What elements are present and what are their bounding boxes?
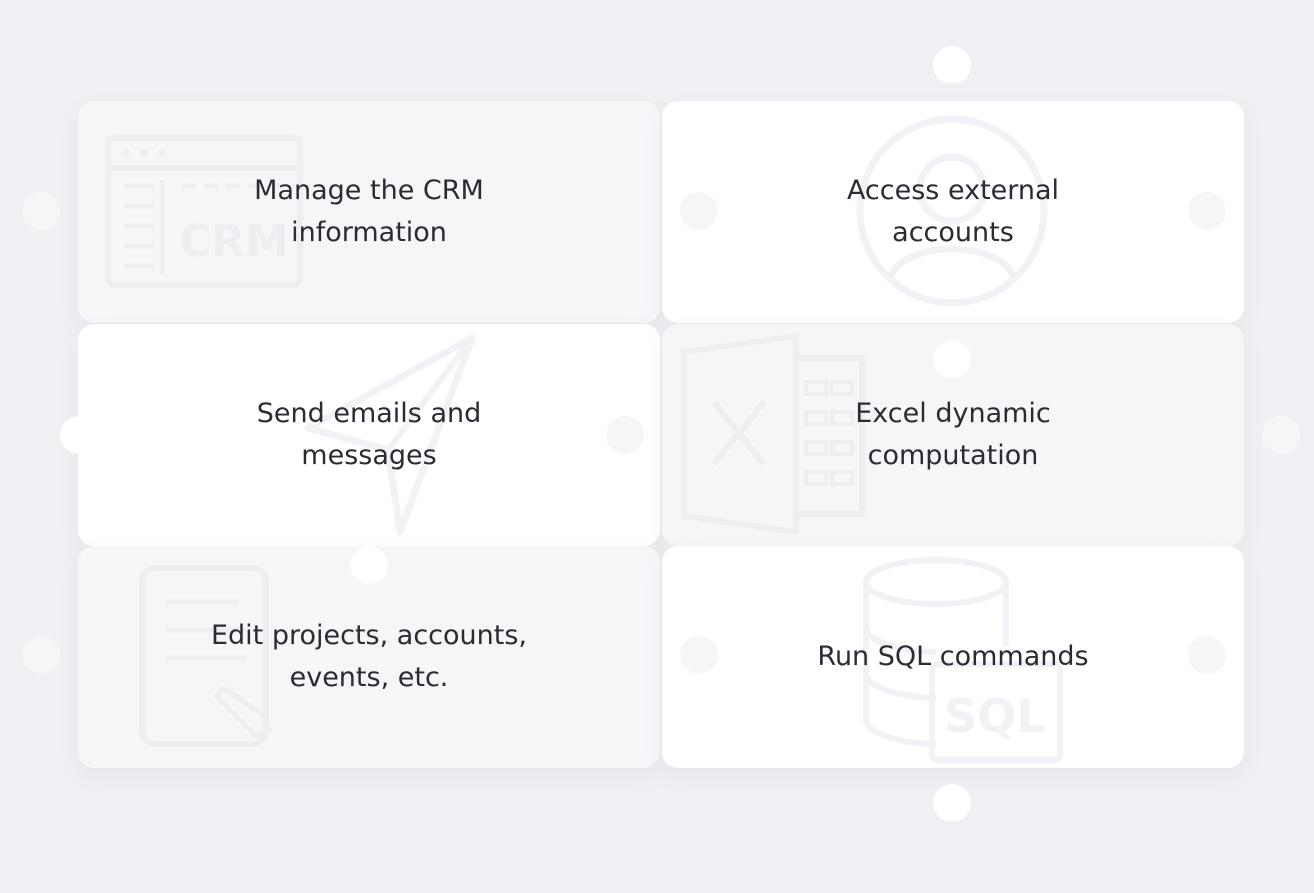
- label-line: messages: [301, 440, 437, 471]
- puzzle-piece-edit: Edit projects, accounts, events, etc.: [78, 546, 660, 768]
- puzzle-piece-excel: Excel dynamic computation: [662, 324, 1244, 546]
- puzzle-knob: [1188, 192, 1226, 230]
- puzzle-knob: [606, 416, 644, 454]
- label-line: Send emails and: [256, 398, 482, 429]
- puzzle-piece-accounts: Access external accounts: [662, 101, 1244, 323]
- piece-label-edit: Edit projects, accounts, events, etc.: [78, 546, 660, 768]
- puzzle-knob: [350, 546, 388, 584]
- label-line: Access external: [846, 175, 1060, 206]
- piece-label-accounts: Access external accounts: [662, 101, 1244, 323]
- label-line: events, etc.: [289, 662, 449, 693]
- puzzle-knob: [22, 636, 60, 674]
- puzzle-piece-sql: SQL Run SQL commands: [662, 546, 1244, 768]
- puzzle-knob: [350, 120, 388, 158]
- puzzle-knob: [350, 275, 388, 313]
- label-line: accounts: [892, 217, 1014, 248]
- piece-label-crm: Manage the CRM information: [78, 101, 660, 323]
- puzzle-knob: [680, 636, 718, 674]
- puzzle-knob: [933, 784, 971, 822]
- label-line: information: [291, 217, 447, 248]
- puzzle-knob: [680, 192, 718, 230]
- puzzle-knob: [933, 340, 971, 378]
- puzzle-knob: [933, 492, 971, 530]
- piece-label-sql: Run SQL commands: [662, 546, 1244, 768]
- puzzle-knob: [60, 416, 98, 454]
- puzzle-knob: [1262, 416, 1300, 454]
- puzzle-knob: [22, 192, 60, 230]
- label-line: Excel dynamic: [855, 398, 1051, 429]
- puzzle-knob: [933, 46, 971, 84]
- piece-label-emails: Send emails and messages: [78, 324, 660, 546]
- puzzle-knob: [350, 712, 388, 750]
- puzzle-piece-crm: CRM Manage the CRM information: [78, 101, 660, 323]
- puzzle-knob: [1188, 636, 1226, 674]
- label-line: Run SQL commands: [817, 641, 1089, 672]
- label-line: Manage the CRM: [254, 175, 484, 206]
- piece-label-excel: Excel dynamic computation: [662, 324, 1244, 546]
- label-line: computation: [867, 440, 1039, 471]
- puzzle-piece-emails: Send emails and messages: [78, 324, 660, 546]
- label-line: Edit projects, accounts,: [210, 620, 528, 651]
